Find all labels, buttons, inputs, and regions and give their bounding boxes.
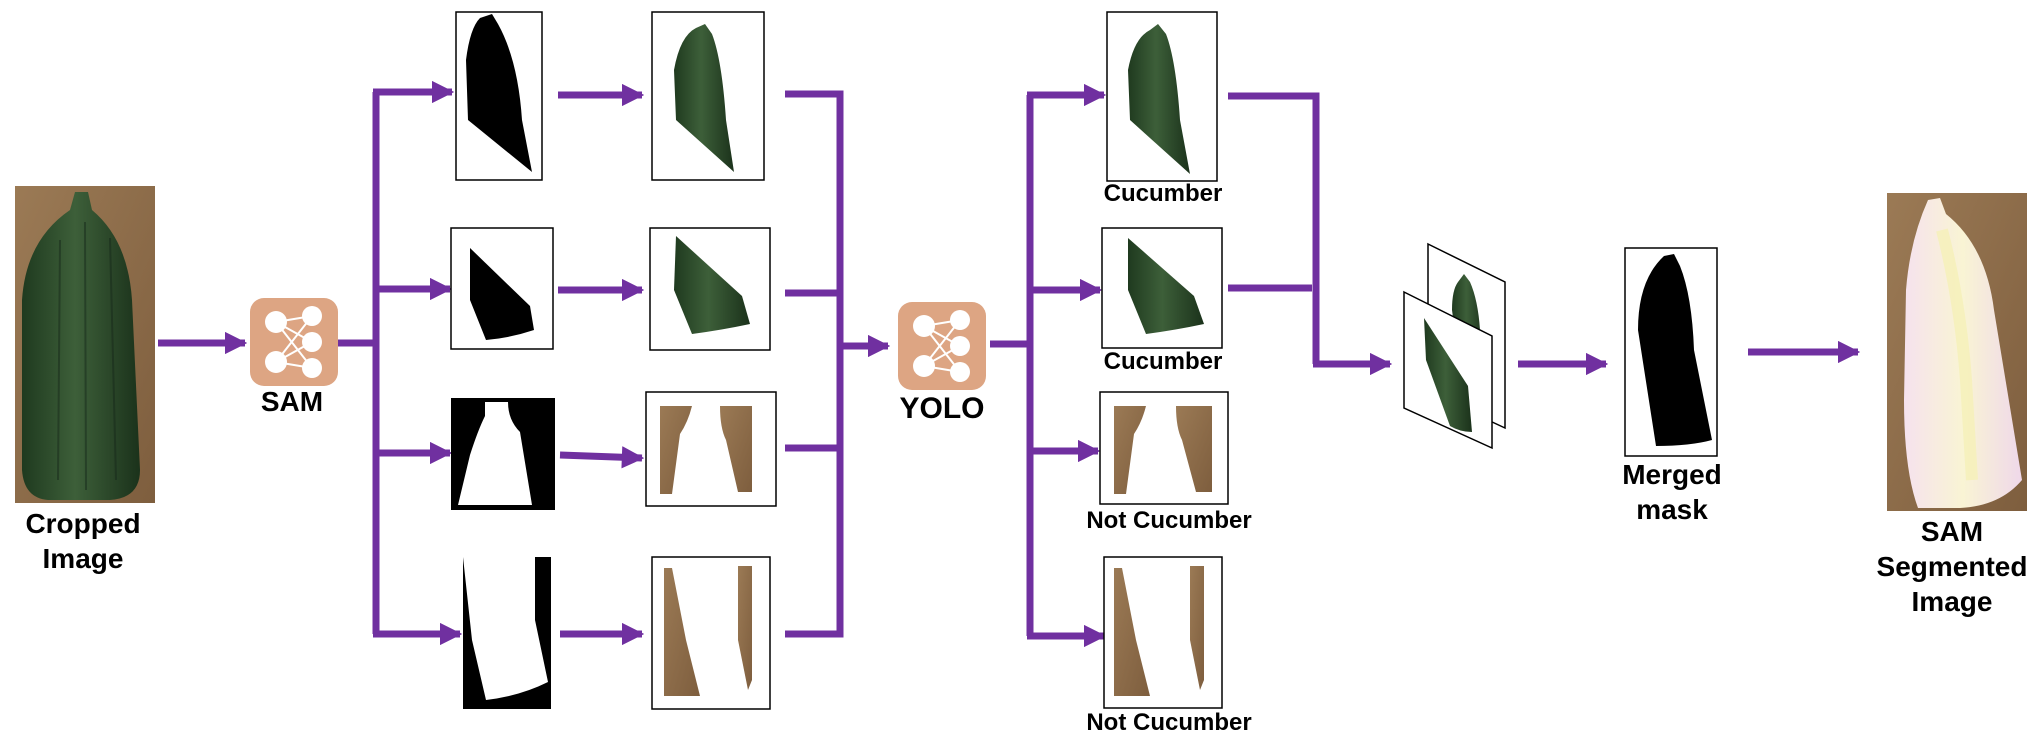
cropped-segment-2 [649,227,771,351]
segmented-label-line1: SAM [1921,516,1983,547]
cropped-segment-4 [651,556,771,710]
sam-mask-2 [450,227,554,350]
yolo-result-1-label: Cucumber [1104,180,1223,207]
connector-merge-1 [785,90,844,638]
cropped-label-line1: Cropped [25,508,140,539]
sam-mask-4 [463,557,551,709]
yolo-label: YOLO [899,392,984,425]
segmented-label-line2: Segmented [1877,551,2028,582]
connector-cucumber-1 [1228,92,1320,364]
yolo-result-2-label: Cucumber [1104,348,1223,375]
merged-mask: Merged mask [1622,247,1722,525]
cropped-label-line2: Image [43,543,124,574]
yolo-result-4-label: Not Cucumber [1086,709,1251,736]
yolo-result-2: Cucumber [1101,227,1223,375]
sam-segmented-image: SAM Segmented Image [1877,193,2028,617]
yolo-result-1: Cucumber [1104,11,1223,207]
sam-label: SAM [261,386,323,417]
neural-network-icon [250,298,338,386]
sam-mask-3 [451,398,555,510]
segmented-label-line3: Image [1912,586,1993,617]
yolo-result-3: Not Cucumber [1086,391,1252,534]
merged-label-line2: mask [1636,494,1708,525]
yolo-model: YOLO [898,302,986,425]
cropped-segment-1 [651,11,765,181]
stack-front-layer [1403,290,1493,450]
neural-network-icon [898,302,986,390]
merged-label-line1: Merged [1622,459,1722,490]
yolo-result-3-label: Not Cucumber [1086,507,1251,534]
yolo-result-4: Not Cucumber [1086,556,1252,736]
sam-model: SAM [250,298,338,417]
stacked-cucumber-masks [1403,242,1506,450]
sam-mask-1 [455,11,543,181]
cropped-image: Cropped Image [15,186,155,574]
cropped-segment-3 [645,391,777,507]
connectors [158,80,1861,648]
arrow-mask-to-crop-3 [559,446,645,469]
